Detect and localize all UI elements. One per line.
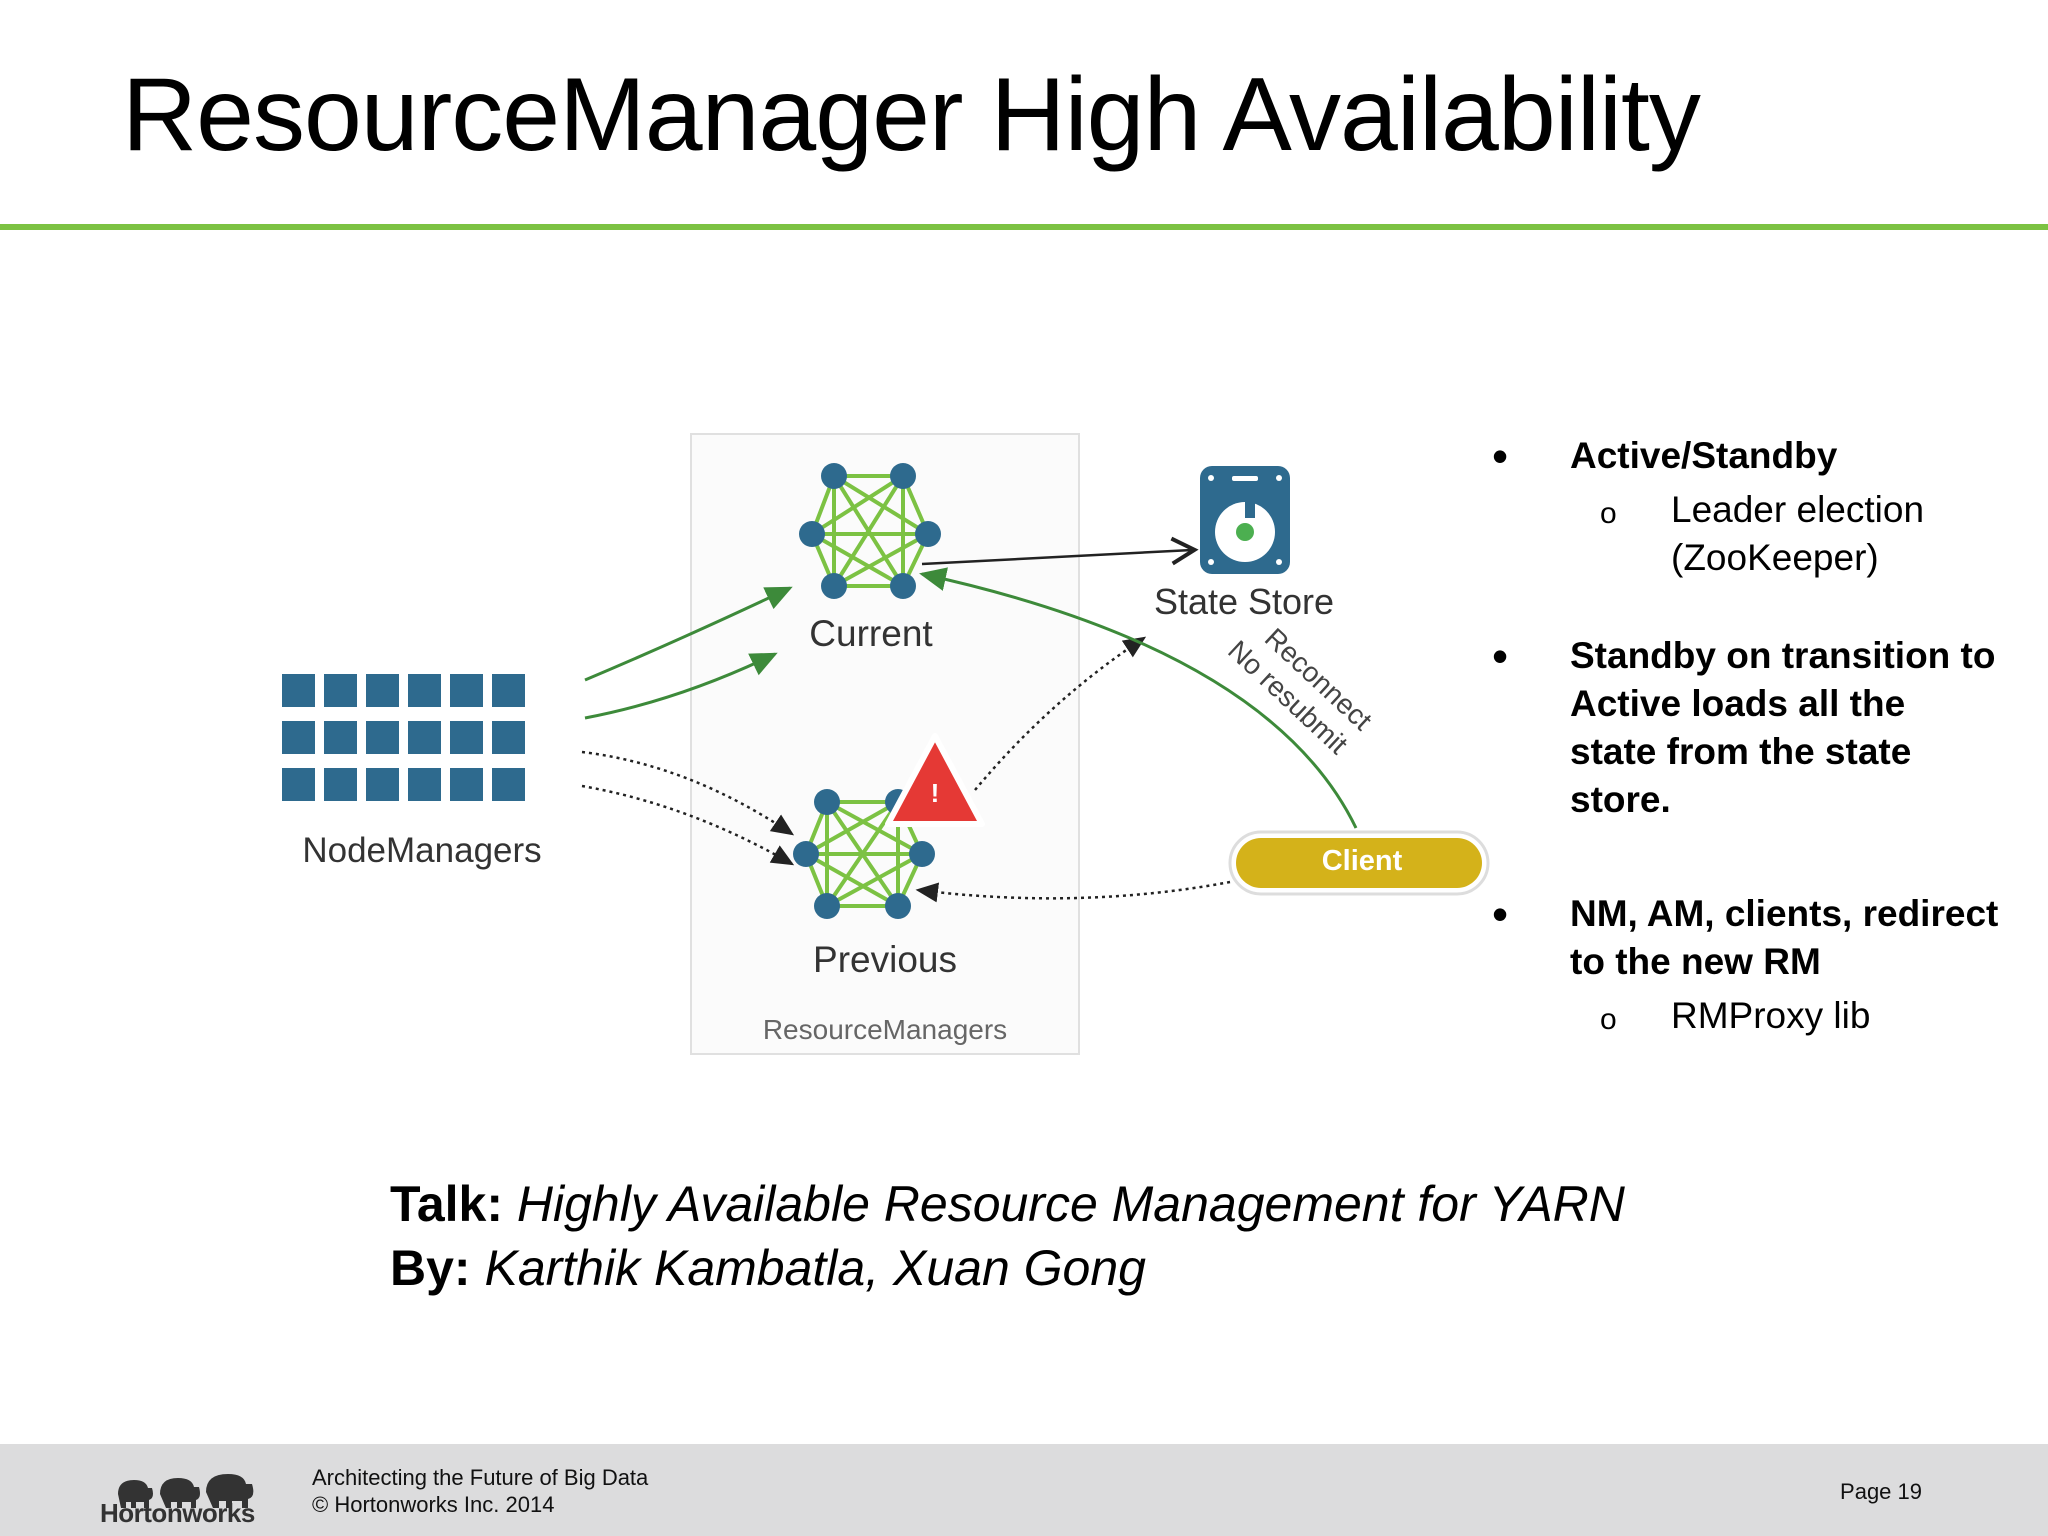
bullet-dot: • [1492,430,1509,482]
footer-tagline: Architecting the Future of Big Data [312,1465,649,1490]
sub-bullet-ring: o [1600,1003,1617,1036]
client-to-current-arrow [919,567,1358,829]
by-label: By: [390,1240,471,1296]
talk-label: Talk: [390,1176,503,1232]
state-store-disk-icon [1200,466,1290,574]
client-badge [1228,830,1490,896]
talk-credit: Talk: Highly Available Resource Manageme… [390,1172,1625,1300]
nm-to-current-arrow-1 [584,586,793,682]
warning-mark: ! [931,778,940,808]
current-rm-cluster-icon [799,463,941,599]
nm-to-previous-arrow-1 [581,750,795,836]
nodemanagers-grid-icon [282,674,525,801]
footer-text: Architecting the Future of Big Data © Ho… [312,1464,648,1518]
bullet-active-standby: • Active/Standby [1492,430,1838,482]
slide-title: ResourceManager High Availability [122,57,1701,173]
slide-footer: Hortonworks Architecting the Future of B… [0,1444,2048,1536]
ha-diagram: ! Current [260,420,1510,1120]
bullet-dot: • [1492,630,1509,682]
state-store-label: State Store [1154,581,1334,622]
previous-to-statestore-arrow [974,636,1147,791]
resourcemanagers-box [690,433,1080,1055]
talk-line: Talk: Highly Available Resource Manageme… [390,1172,1625,1236]
current-label: Current [809,613,933,654]
sub-bullet-leader-election: o Leader election (ZooKeeper) [1600,489,1925,578]
resourcemanagers-label: ResourceManagers [763,1014,1007,1045]
previous-label: Previous [813,939,957,980]
bullet-standby-transition: • Standby on transition to Active loads … [1492,630,1996,820]
footer-logo-text: Hortonworks [100,1498,255,1528]
bullet-list: • Active/Standby o Leader election (ZooK… [1478,432,2038,1040]
diagram-svg: ! Current [282,433,1490,1055]
nodemanagers-label: NodeManagers [302,831,541,870]
page-number: Page 19 [1840,1479,1922,1504]
sub-bullet-ring: o [1600,497,1617,530]
footer-copyright: © Hortonworks Inc. 2014 [312,1492,555,1517]
current-to-statestore-arrow [921,536,1199,566]
client-label: Client [1322,845,1403,877]
by-authors: Karthik Kambatla, Xuan Gong [484,1240,1146,1296]
nm-to-current-arrow-2 [584,652,778,720]
warning-icon: ! [885,733,985,827]
talk-title: Highly Available Resource Management for… [516,1176,1625,1232]
by-line: By: Karthik Kambatla, Xuan Gong [390,1236,1625,1300]
hortonworks-elephants-icon [118,1474,254,1508]
title-divider [0,224,2048,230]
bullet-dot: • [1492,888,1509,940]
sub-bullet-rmproxy: o RMProxy lib [1478,992,2038,1040]
bullet-redirect: • NM, AM, clients, redirect to the new R… [1492,888,1999,982]
